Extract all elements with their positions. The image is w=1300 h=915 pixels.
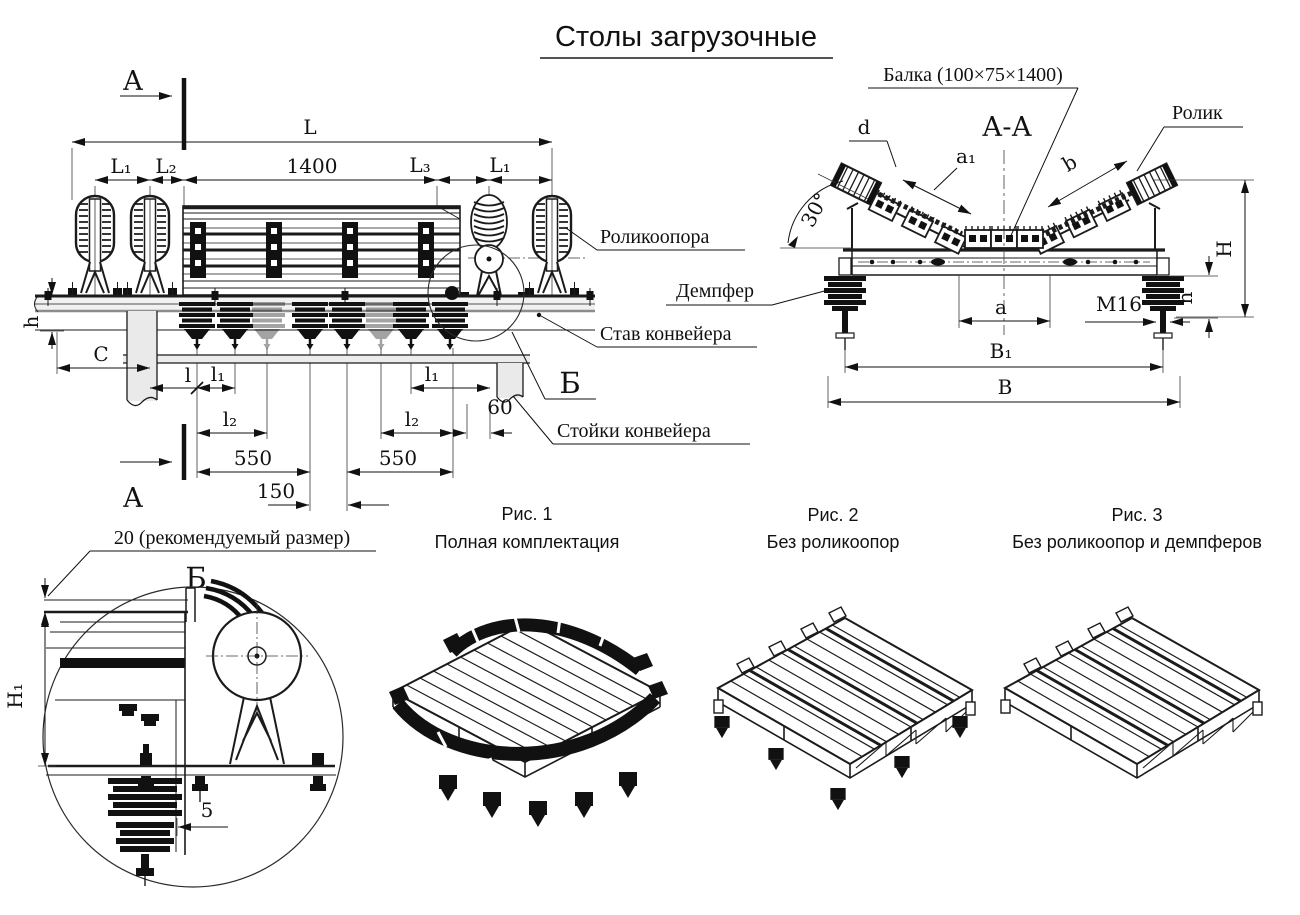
dampers-row: [177, 300, 470, 352]
fig2-number: Рис. 2: [807, 505, 858, 525]
section-mark-a-top: А: [123, 66, 144, 97]
dim-b: b: [1058, 149, 1081, 176]
fig3-number: Рис. 3: [1111, 505, 1162, 525]
dim-B: B: [998, 375, 1013, 399]
detail-shelf: [46, 744, 336, 802]
dim-d: d: [858, 115, 871, 139]
label-roller-support: Роликоопора: [600, 226, 709, 248]
fig3-isometric: [999, 605, 1264, 780]
fig3-caption: Без роликоопор и демпферов: [1012, 532, 1262, 552]
dim-1400: 1400: [287, 154, 338, 178]
dim-L: L: [303, 115, 316, 139]
detail-title-b: Б: [185, 561, 206, 595]
dim-L2: L₂: [155, 154, 176, 178]
label-conveyor-stands: Стойки конвейера: [557, 420, 711, 442]
dim-L3: L₃: [409, 153, 430, 177]
section-view-aa: А-А: [666, 64, 1254, 408]
fig1-number: Рис. 1: [501, 504, 552, 524]
detail-roller: [206, 602, 308, 765]
dim-angle-30: 30°: [796, 188, 834, 231]
dim-L1-left: L₁: [110, 154, 131, 178]
dim-B1: B₁: [990, 339, 1013, 363]
dim-L1-right: L₁: [489, 153, 510, 177]
fig1-isometric: [389, 616, 668, 827]
label-damper: Демпфер: [676, 280, 754, 302]
dim-l1-right: l₁: [425, 362, 439, 386]
aa-extension-lines: [780, 173, 1254, 408]
dim-C: C: [93, 342, 108, 366]
aa-end-roller-right: [1125, 162, 1179, 206]
dim-l2-right: l₂: [405, 407, 419, 431]
detail-note-20: 20 (рекомендуемый размер): [114, 527, 350, 549]
detail-damper-stack: [108, 778, 182, 886]
section-mark-a-bottom: А: [123, 483, 144, 514]
section-title-aa: А-А: [982, 112, 1033, 143]
sheet-title: Столы загрузочные: [540, 21, 833, 59]
dim-l: l: [185, 363, 191, 387]
label-beam: Балка (100×75×1400): [883, 64, 1063, 86]
fig2-isometric: [712, 605, 977, 811]
dim-l2-left: l₂: [223, 407, 237, 431]
dim-5: 5: [201, 798, 214, 822]
loading-table: [182, 205, 461, 296]
aa-garland-trough: [829, 150, 1179, 335]
fig2-caption: Без роликоопор: [767, 532, 900, 552]
page-title: Столы загрузочные: [555, 21, 817, 53]
dim-h-left: h: [19, 315, 43, 328]
dim-60: 60: [487, 395, 512, 419]
label-roller: Ролик: [1172, 102, 1223, 124]
roller-support-3: [460, 194, 527, 302]
dim-h-right: h: [1173, 291, 1197, 304]
dim-550-left: 550: [234, 446, 272, 470]
frame-bolts: [44, 288, 594, 306]
aa-end-roller-left: [829, 162, 883, 206]
dim-150: 150: [257, 479, 295, 503]
dim-550-right: 550: [379, 446, 417, 470]
figure-captions: Рис. 1 Полная комплектация Рис. 2 Без ро…: [435, 504, 1262, 552]
dim-a: a: [995, 295, 1007, 319]
detail-circle-b: [427, 244, 525, 342]
dim-m16: М16: [1096, 292, 1142, 316]
main-view-callouts: Роликоопора Став конвейера Б Стойки конв…: [511, 226, 757, 445]
detail-table-body: [46, 612, 186, 855]
main-side-view: А А L L₁ L₂ 1400 L₃ L₁: [19, 66, 757, 514]
detail-view-b: 20 (рекомендуемый размер) Б: [3, 527, 376, 888]
label-conveyor-frame: Став конвейера: [600, 323, 732, 345]
fig1-caption: Полная комплектация: [435, 532, 620, 552]
detail-bolt-dot: [445, 286, 459, 300]
dim-l1-left: l₁: [211, 362, 225, 386]
dim-H: H: [1212, 240, 1236, 257]
label-detail-mark-b: Б: [559, 366, 580, 400]
dim-a1: a₁: [956, 144, 976, 168]
dim-H1: H₁: [3, 683, 27, 708]
